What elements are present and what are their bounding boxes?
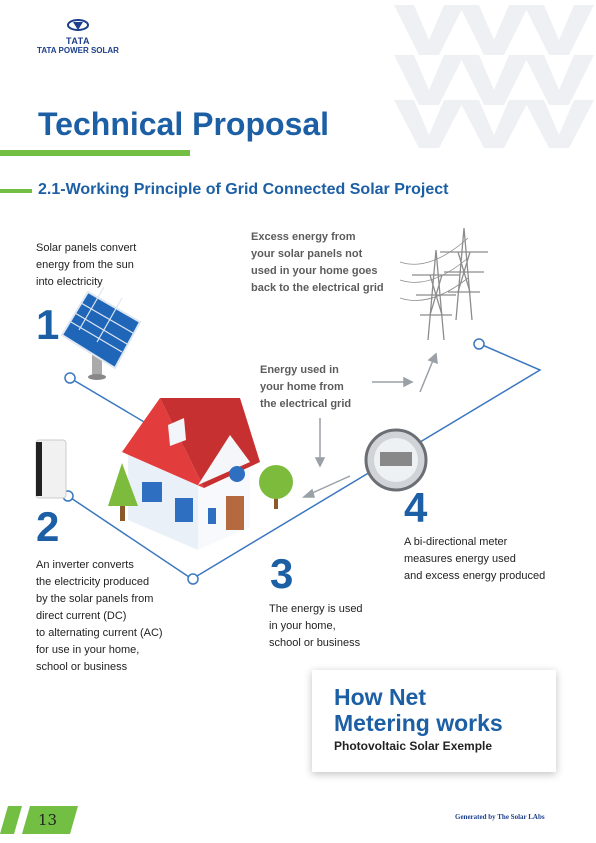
step-4-number: 4 [404,484,428,531]
step-4-text: A bi-directional meter measures energy u… [404,536,546,582]
arrow-icon [314,418,326,468]
tree-icon [108,463,138,521]
arrow-icon [372,376,414,388]
title-underline [0,150,190,156]
brand-mark: TATA [66,36,90,46]
section-title: 2.1-Working Principle of Grid Connected … [38,181,449,198]
step-2-text: An inverter converts the electricity pro… [36,559,163,673]
card-subtitle: Photovoltaic Solar Exemple [334,739,493,753]
brand-logo: TATA TATA POWER SOLAR [28,18,128,55]
step-1-text: Solar panels convert energy from the sun… [36,242,137,288]
node-dot [473,338,485,350]
page-title: Technical Proposal [38,106,330,142]
card-title-line-2: Metering works [334,710,503,736]
arrow-icon [419,352,438,393]
node-dot [64,372,76,384]
tree-icon [259,465,293,509]
transmission-tower-icon [412,249,460,341]
step-3-number: 3 [270,550,294,597]
section-marker [0,189,32,193]
page-number-badge [0,806,78,834]
node-dot [187,573,199,585]
solar-panel-icon [60,286,142,380]
watermark-chevrons [394,5,594,148]
arrow-icon [302,475,351,498]
step-2-number: 2 [36,503,60,550]
step-3-text: The energy is used in your home, school … [269,603,363,649]
bi-directional-meter-icon [364,428,428,492]
brand-name: TATA POWER SOLAR [37,46,119,55]
power-lines [399,237,469,301]
excess-energy-callout: Excess energy from your solar panels not… [251,231,384,294]
card-title-line-1: How Net [334,684,426,710]
net-metering-card: How Net Metering works Photovoltaic Sola… [312,670,556,772]
transmission-tower-icon [440,227,488,321]
tata-emblem-icon [67,19,89,31]
house-icon [122,398,260,550]
step-1-number: 1 [36,301,60,348]
grid-energy-callout: Energy used in your home from the electr… [260,364,352,410]
footer-credit: Generated by The Solar LAbs [455,813,545,821]
page-number: 13 [38,811,58,829]
inverter-icon [35,439,67,499]
